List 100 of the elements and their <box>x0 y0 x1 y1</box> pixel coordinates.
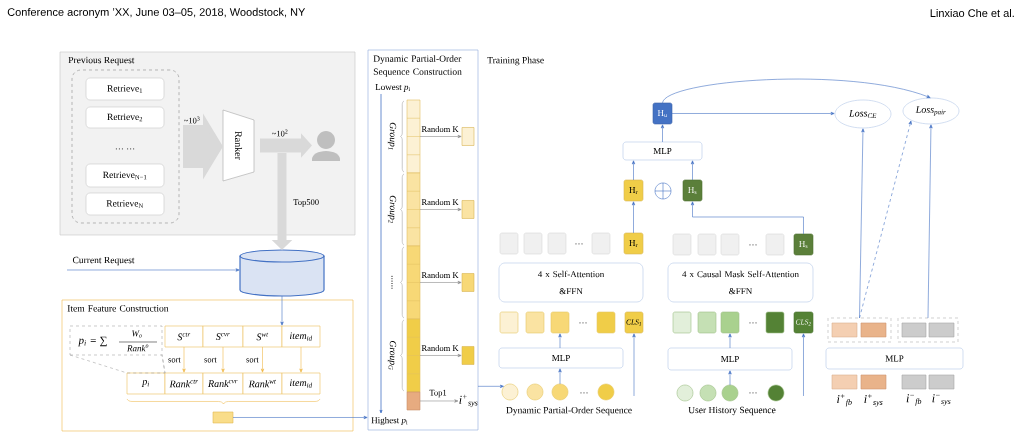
sequence-circle <box>526 383 544 401</box>
sequence-circle <box>699 384 717 402</box>
arrow <box>690 160 695 181</box>
mlp-box: MLP <box>622 141 703 161</box>
attention-box: 4 x Self-Attention &FFN <box>498 262 644 303</box>
running-header: Linxiao Che et al. <box>930 8 1014 18</box>
edge-label: sort <box>168 357 181 363</box>
table-cell: S$^{ctr}$ <box>164 325 204 348</box>
token-square <box>672 311 692 334</box>
edge-label: Random K <box>421 272 459 278</box>
item-square <box>928 322 955 338</box>
section-title: Training Phase <box>487 56 544 66</box>
arrow <box>232 415 368 420</box>
ellipsis: … <box>579 322 587 324</box>
dashed-group-box <box>71 69 180 224</box>
ellipsis: … … <box>115 148 135 150</box>
arrow <box>631 201 636 234</box>
edge-label: ~10$^{2}$ <box>271 129 288 137</box>
arrow <box>728 333 732 349</box>
item-label: i$^{−}$fb <box>906 394 922 406</box>
edge-label: sort <box>204 357 217 363</box>
edge-label: Random K <box>421 199 459 205</box>
ellipsis: … <box>749 322 757 324</box>
mlp-box: MLP <box>825 347 964 370</box>
hidden-state-box: H$_{s}$ <box>793 233 814 256</box>
vector-block <box>212 411 234 424</box>
ellipsis: … <box>749 392 757 394</box>
sequence-circle <box>767 384 785 402</box>
token-square <box>525 311 545 334</box>
formula-box: p$_{i}$ = ∑ W$_{o}$ Rank$^{o}$ <box>69 325 163 356</box>
arrow <box>660 124 665 143</box>
retriever-box: Retrieve$_{N}$ <box>85 192 165 216</box>
group-label: ...... <box>391 275 393 289</box>
arrow <box>419 399 459 403</box>
arrow <box>558 333 562 349</box>
edge-label: Random K <box>421 345 459 351</box>
database-cylinder <box>239 249 325 297</box>
sequence-circle <box>501 383 519 401</box>
edge-label: Top500 <box>293 199 319 207</box>
table-cell: Rank$^{wt}$ <box>242 372 283 395</box>
table-cell: Rank$^{cvr}$ <box>202 372 244 395</box>
token-square <box>720 311 740 334</box>
group-label: Group$_{1}$ <box>387 122 397 150</box>
edge-label: ~10$^{3}$ <box>183 116 200 124</box>
arrow <box>419 134 462 139</box>
table-cell: item$_{id}$ <box>281 325 321 348</box>
arrow <box>419 353 462 358</box>
hidden-state-box: H$_{u}$ <box>652 102 673 125</box>
group-label: Group$_{G}$ <box>387 341 397 370</box>
retriever-box: Retrieve$_{2}$ <box>85 106 165 129</box>
sampled-item-square <box>461 273 475 292</box>
arrow <box>690 201 804 235</box>
hidden-state-box: H$_{r}$ <box>623 179 644 202</box>
item-square <box>901 322 927 338</box>
table-cell: item$_{id}$ <box>281 372 321 395</box>
token-square <box>697 311 717 334</box>
edge-label: sort <box>246 357 259 363</box>
ellipsis: … <box>580 392 588 394</box>
sequence-circle <box>721 384 739 402</box>
edge-label: Top1 <box>429 389 447 398</box>
item-label: i$^{+}$fb <box>837 394 852 407</box>
arrow <box>280 295 284 326</box>
arrow <box>632 333 636 397</box>
dashed-pair-box <box>897 317 959 343</box>
table-cell: Rank$^{ctr}$ <box>164 372 204 395</box>
leader-line <box>69 354 166 374</box>
arrow <box>728 370 732 386</box>
token-square <box>550 311 570 334</box>
running-header: Conference acronym ’XX, June 03–05, 2018, Woodstock, NY <box>7 7 306 19</box>
arrow <box>66 268 240 272</box>
item-label: i$^{+}$sys <box>864 394 883 407</box>
sampled-item-square <box>461 346 475 365</box>
ranker-trapezoid: Ranker <box>222 109 255 182</box>
arrow <box>299 346 303 373</box>
edge-label: Random K <box>421 126 459 132</box>
output-square <box>523 232 543 255</box>
arrow <box>477 384 504 388</box>
sampled-item-square <box>461 127 475 146</box>
group-label: Group$_{2}$ <box>387 195 397 223</box>
item-label: i$^{+}$sys <box>459 394 478 408</box>
axis-label: Highest p$_{i}$ <box>371 416 408 426</box>
output-square <box>499 232 519 255</box>
sequence-circle <box>676 384 694 402</box>
retriever-box: Retrieve$_{1}$ <box>85 77 165 101</box>
arrow <box>419 280 462 285</box>
mlp-box: MLP <box>667 347 793 371</box>
hidden-state-box: H$_{s}$ <box>682 179 703 202</box>
token-square <box>499 311 519 334</box>
top-cell <box>406 391 421 411</box>
item-label: i$^{−}$sys <box>932 394 951 406</box>
arrow <box>182 346 186 373</box>
hidden-state-box: H$_{r}$ <box>623 232 644 255</box>
table-cell: S$^{wt}$ <box>242 325 283 348</box>
output-square <box>591 232 611 255</box>
mlp-box: MLP <box>498 347 624 369</box>
table-cell: p$_{i}$ <box>126 372 166 395</box>
arrow <box>859 120 912 319</box>
item-square <box>860 322 887 338</box>
sequence-circle <box>597 383 615 401</box>
output-square <box>547 232 567 255</box>
